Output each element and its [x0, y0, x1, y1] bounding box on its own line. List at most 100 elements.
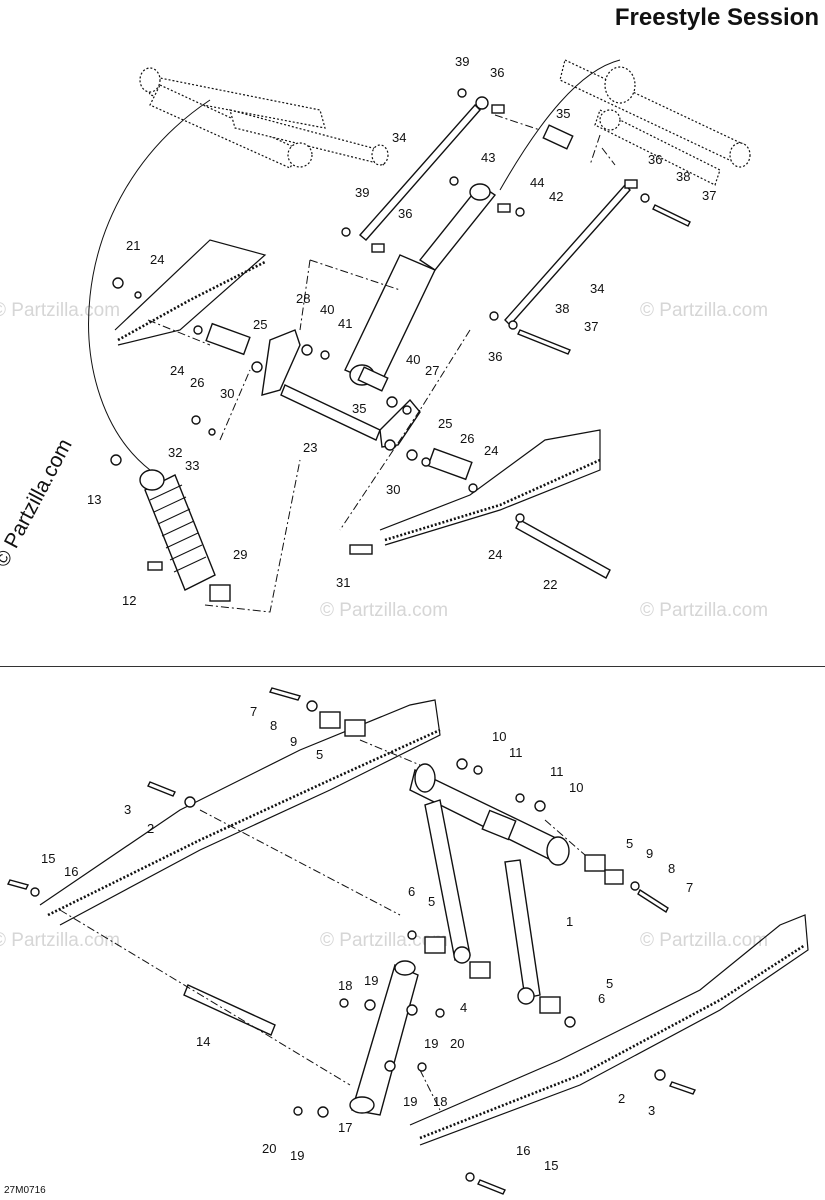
part-label: 6 [408, 884, 415, 899]
bushing-5 [539, 996, 561, 1014]
part-label: 19 [424, 1036, 438, 1051]
bushing-5 [584, 854, 606, 872]
bushing-9 [319, 711, 341, 729]
part-label: 5 [606, 976, 613, 991]
part-label: 10 [492, 729, 506, 744]
part-label: 31 [336, 575, 350, 590]
bottom-dashed-lines [59, 739, 586, 1111]
part-label: 40 [320, 302, 334, 317]
part-label: 24 [488, 547, 502, 562]
part-label: 11 [550, 764, 564, 779]
part-label: 37 [584, 319, 598, 334]
bushing-29 [209, 584, 231, 602]
part-label: 39 [455, 54, 469, 69]
part-label: 34 [590, 281, 604, 296]
bushing-35 [542, 124, 574, 150]
part-label: 43 [481, 150, 495, 165]
part-label: 5 [316, 747, 323, 762]
bottom-right-rail [409, 914, 809, 1146]
part-label: 25 [438, 416, 452, 431]
part-label: 6 [598, 991, 605, 1006]
part-label: 18 [338, 978, 352, 993]
link-rod-34 [358, 103, 631, 327]
arc-arrow [88, 99, 211, 471]
watermark: © Partzilla.com [640, 930, 769, 951]
part-label: 30 [386, 482, 400, 497]
part-label: 38 [676, 169, 690, 184]
top-fasteners [110, 88, 691, 571]
bushing-5 [344, 719, 366, 737]
bushing-26 [205, 322, 251, 356]
bottom-part-labels: 7 8 9 5 10 11 11 10 3 2 5 9 8 7 15 16 6 … [41, 704, 693, 1173]
part-label: 42 [549, 189, 563, 204]
part-label: 2 [147, 821, 154, 836]
front-arm-1 [409, 763, 570, 1005]
part-label: 33 [185, 458, 199, 473]
part-label: 34 [392, 130, 406, 145]
link-plate-17 [349, 960, 419, 1116]
bottom-left-rail [39, 699, 441, 926]
part-label: 4 [460, 1000, 467, 1015]
part-label: 37 [702, 188, 716, 203]
part-label: 27 [425, 363, 439, 378]
part-label: 24 [170, 363, 184, 378]
part-label: 26 [190, 375, 204, 390]
watermark: © Partzilla.com [0, 300, 121, 321]
shaft-23 [280, 384, 381, 441]
part-label: 7 [686, 880, 693, 895]
part-label: 8 [668, 861, 675, 876]
part-label: 18 [433, 1094, 447, 1109]
upper-right-arm-ghost [559, 59, 751, 186]
part-label: 30 [220, 386, 234, 401]
top-part-labels: 39 36 35 34 43 44 42 36 38 37 39 36 21 2… [87, 54, 716, 608]
part-label: 29 [233, 547, 247, 562]
part-label: 15 [41, 851, 55, 866]
part-label: 24 [484, 443, 498, 458]
watermark: © Partzilla.com [640, 600, 769, 621]
part-label: 25 [253, 317, 267, 332]
bushing-26 [427, 447, 473, 481]
part-label: 1 [566, 914, 573, 929]
part-label: 17 [338, 1120, 352, 1135]
arc-arrow [499, 59, 621, 191]
part-label: 44 [530, 175, 544, 190]
part-label: 12 [122, 593, 136, 608]
diagram-code: 27M0716 [4, 1185, 46, 1196]
part-label: 24 [150, 252, 164, 267]
part-label: 9 [646, 846, 653, 861]
part-label: 3 [648, 1103, 655, 1118]
part-label: 32 [168, 445, 182, 460]
part-label: 38 [555, 301, 569, 316]
part-label: 19 [290, 1148, 304, 1163]
part-label: 5 [626, 836, 633, 851]
part-label: 9 [290, 734, 297, 749]
part-label: 19 [364, 973, 378, 988]
part-label: 11 [509, 745, 523, 760]
part-label: 28 [296, 291, 310, 306]
part-label: 20 [450, 1036, 464, 1051]
part-label: 16 [64, 864, 78, 879]
watermark: © Partzilla.com [640, 300, 769, 321]
part-label: 5 [428, 894, 435, 909]
part-label: 15 [544, 1158, 558, 1173]
part-label: 19 [403, 1094, 417, 1109]
bushing-35 [357, 366, 389, 392]
part-label: 35 [556, 106, 570, 121]
section-divider [0, 666, 825, 667]
part-label: 22 [543, 577, 557, 592]
part-label: 13 [87, 492, 101, 507]
upper-left-arm-ghost [139, 67, 389, 169]
coil-shock-13 [139, 469, 231, 602]
part-label: 39 [355, 185, 369, 200]
part-label: 2 [618, 1091, 625, 1106]
bushing-4 [469, 961, 491, 979]
part-label: 41 [338, 316, 352, 331]
part-label: 36 [488, 349, 502, 364]
part-label: 16 [516, 1143, 530, 1158]
bushing-5 [424, 936, 446, 954]
top-left-rail [114, 239, 267, 346]
watermark: © Partzilla.com [320, 600, 449, 621]
shaft-22 [515, 519, 611, 579]
bushing-9 [604, 869, 624, 885]
